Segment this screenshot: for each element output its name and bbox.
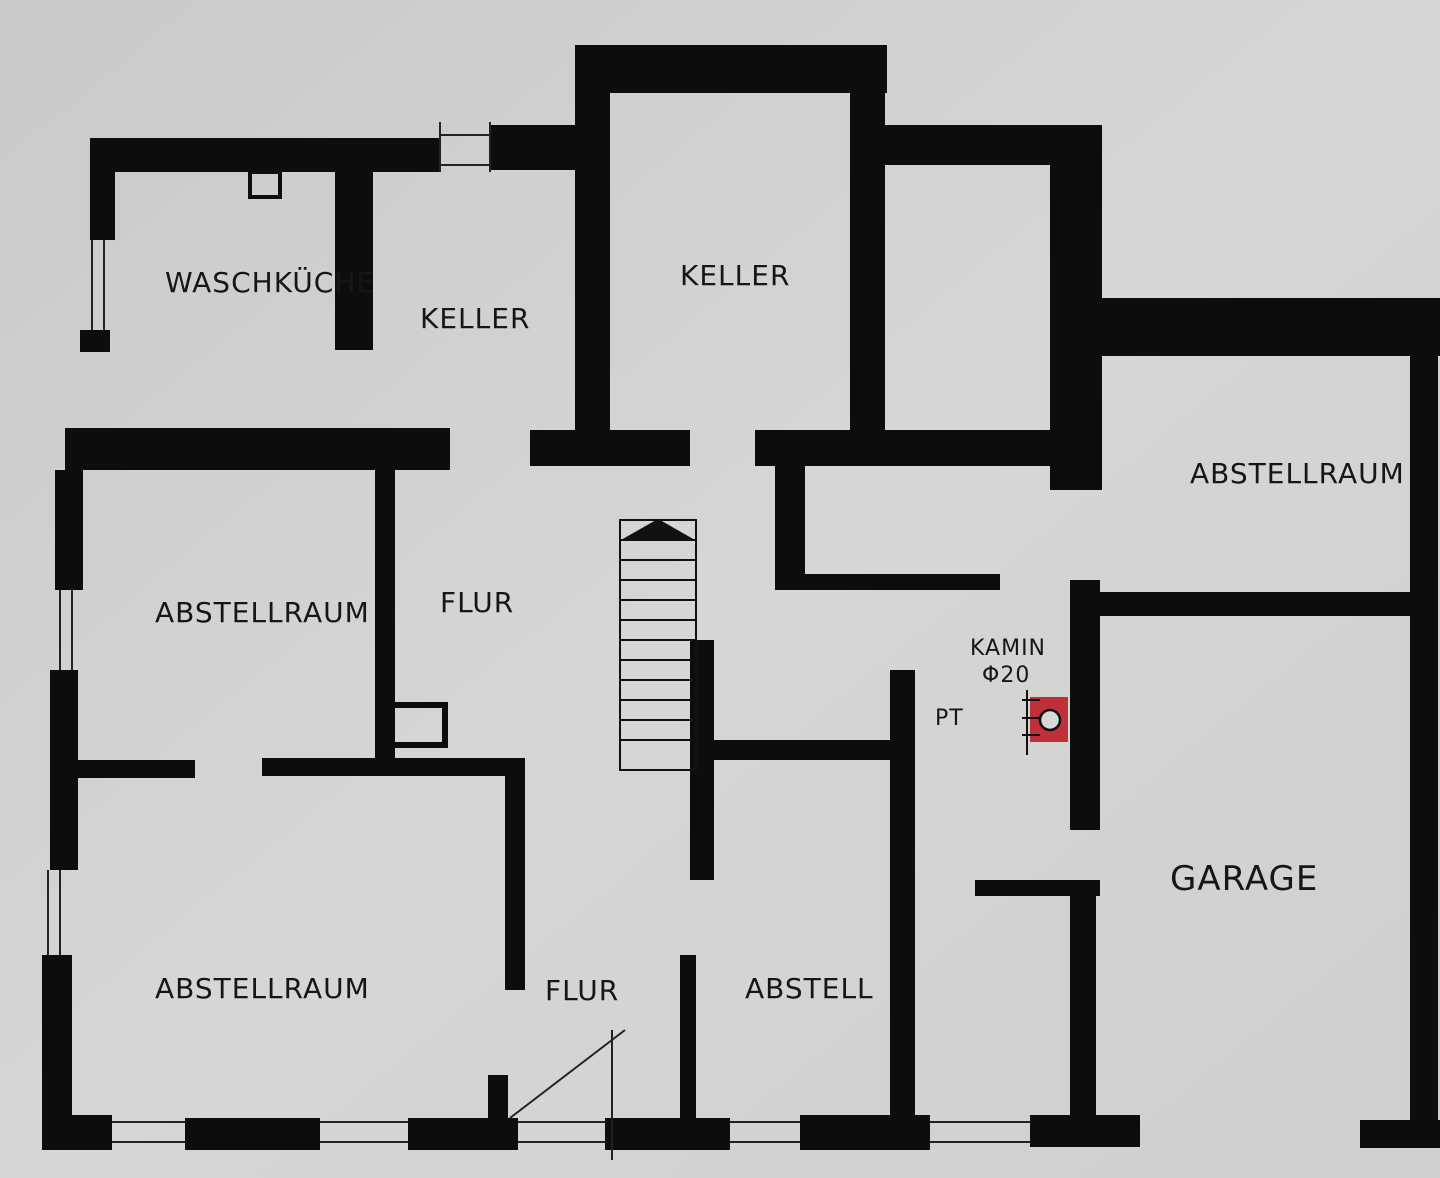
chimney-flue-icon — [1038, 708, 1062, 732]
wall — [705, 740, 895, 760]
shaft — [248, 170, 282, 199]
wall — [70, 760, 195, 778]
staircase[interactable] — [619, 518, 697, 771]
wall — [575, 45, 610, 465]
wall — [90, 140, 115, 240]
chimney — [1022, 690, 1068, 755]
wall — [1030, 1115, 1140, 1147]
wall — [850, 45, 885, 435]
wall — [80, 330, 110, 352]
room-label-waschkueche: WASCHKÜCHE — [165, 265, 375, 299]
wall — [42, 955, 72, 1145]
chimney-size: Φ20 — [982, 663, 1030, 688]
chimney-label: KAMIN — [970, 636, 1046, 661]
door-swing — [509, 1029, 626, 1160]
room-label-abstell: ABSTELL — [745, 972, 874, 1005]
chimney-marker: PT — [935, 706, 964, 731]
wall — [1070, 580, 1100, 830]
wall — [185, 1118, 320, 1150]
wall — [530, 430, 690, 466]
wall — [575, 45, 887, 93]
wall — [490, 125, 578, 170]
walls — [42, 45, 1440, 1150]
wall — [55, 470, 83, 590]
windows — [47, 122, 1030, 1160]
window — [59, 590, 73, 670]
wall — [262, 758, 525, 776]
wall — [800, 1115, 930, 1150]
wall — [1050, 125, 1102, 490]
room-label-keller-left: KELLER — [420, 302, 530, 335]
wall — [775, 460, 805, 590]
room-label-abstellraum-mid: ABSTELLRAUM — [155, 596, 370, 629]
room-label-flur-upper: FLUR — [440, 586, 514, 619]
room-label-keller-mid: KELLER — [680, 259, 790, 292]
window — [439, 122, 491, 172]
wall — [1100, 298, 1440, 356]
room-label-flur-lower: FLUR — [545, 974, 619, 1007]
wall — [42, 1115, 112, 1150]
room-label-abstellraum-bottom: ABSTELLRAUM — [155, 972, 370, 1005]
wall — [1410, 355, 1438, 1130]
wall — [488, 1075, 508, 1120]
wall — [975, 880, 1100, 896]
shaft — [377, 702, 448, 748]
wall — [605, 1118, 730, 1150]
stair-arrow-icon — [619, 518, 697, 541]
wall — [890, 670, 915, 1120]
window — [91, 240, 105, 330]
window — [47, 870, 61, 955]
wall — [680, 955, 696, 1120]
wall — [505, 758, 525, 990]
wall — [755, 430, 1100, 466]
room-label-abstellraum-right: ABSTELLRAUM — [1190, 457, 1405, 490]
wall — [375, 462, 395, 760]
wall — [1100, 592, 1418, 616]
wall — [335, 170, 373, 350]
window — [112, 1121, 1030, 1143]
wall — [90, 138, 440, 172]
wall — [1360, 1120, 1440, 1148]
wall — [1070, 880, 1096, 1142]
wall — [408, 1118, 518, 1150]
room-label-garage: GARAGE — [1170, 859, 1318, 899]
wall — [775, 574, 1000, 590]
chimney-marks — [1022, 690, 1040, 755]
